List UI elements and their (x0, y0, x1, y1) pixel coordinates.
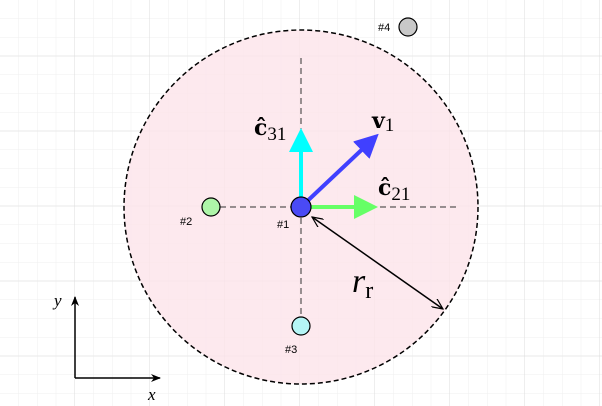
radius-arrow (312, 217, 443, 309)
point-4[interactable] (398, 17, 418, 37)
y-axis-label: y (52, 291, 62, 310)
point-4-label: #4 (378, 22, 390, 34)
c31-label: ĉ31 (254, 115, 286, 145)
point-2-label: #2 (180, 216, 192, 228)
x-axis-label: x (147, 385, 156, 404)
v1-arrow (299, 133, 379, 209)
point-1-label: #1 (277, 219, 289, 231)
point-1[interactable] (290, 196, 312, 218)
point-3-label: #3 (285, 344, 297, 356)
v1-label: v1 (371, 108, 394, 136)
point-3[interactable] (291, 316, 311, 336)
c21-label: ĉ21 (378, 175, 410, 205)
point-2[interactable] (201, 197, 221, 217)
radius-label: rr (352, 263, 373, 304)
